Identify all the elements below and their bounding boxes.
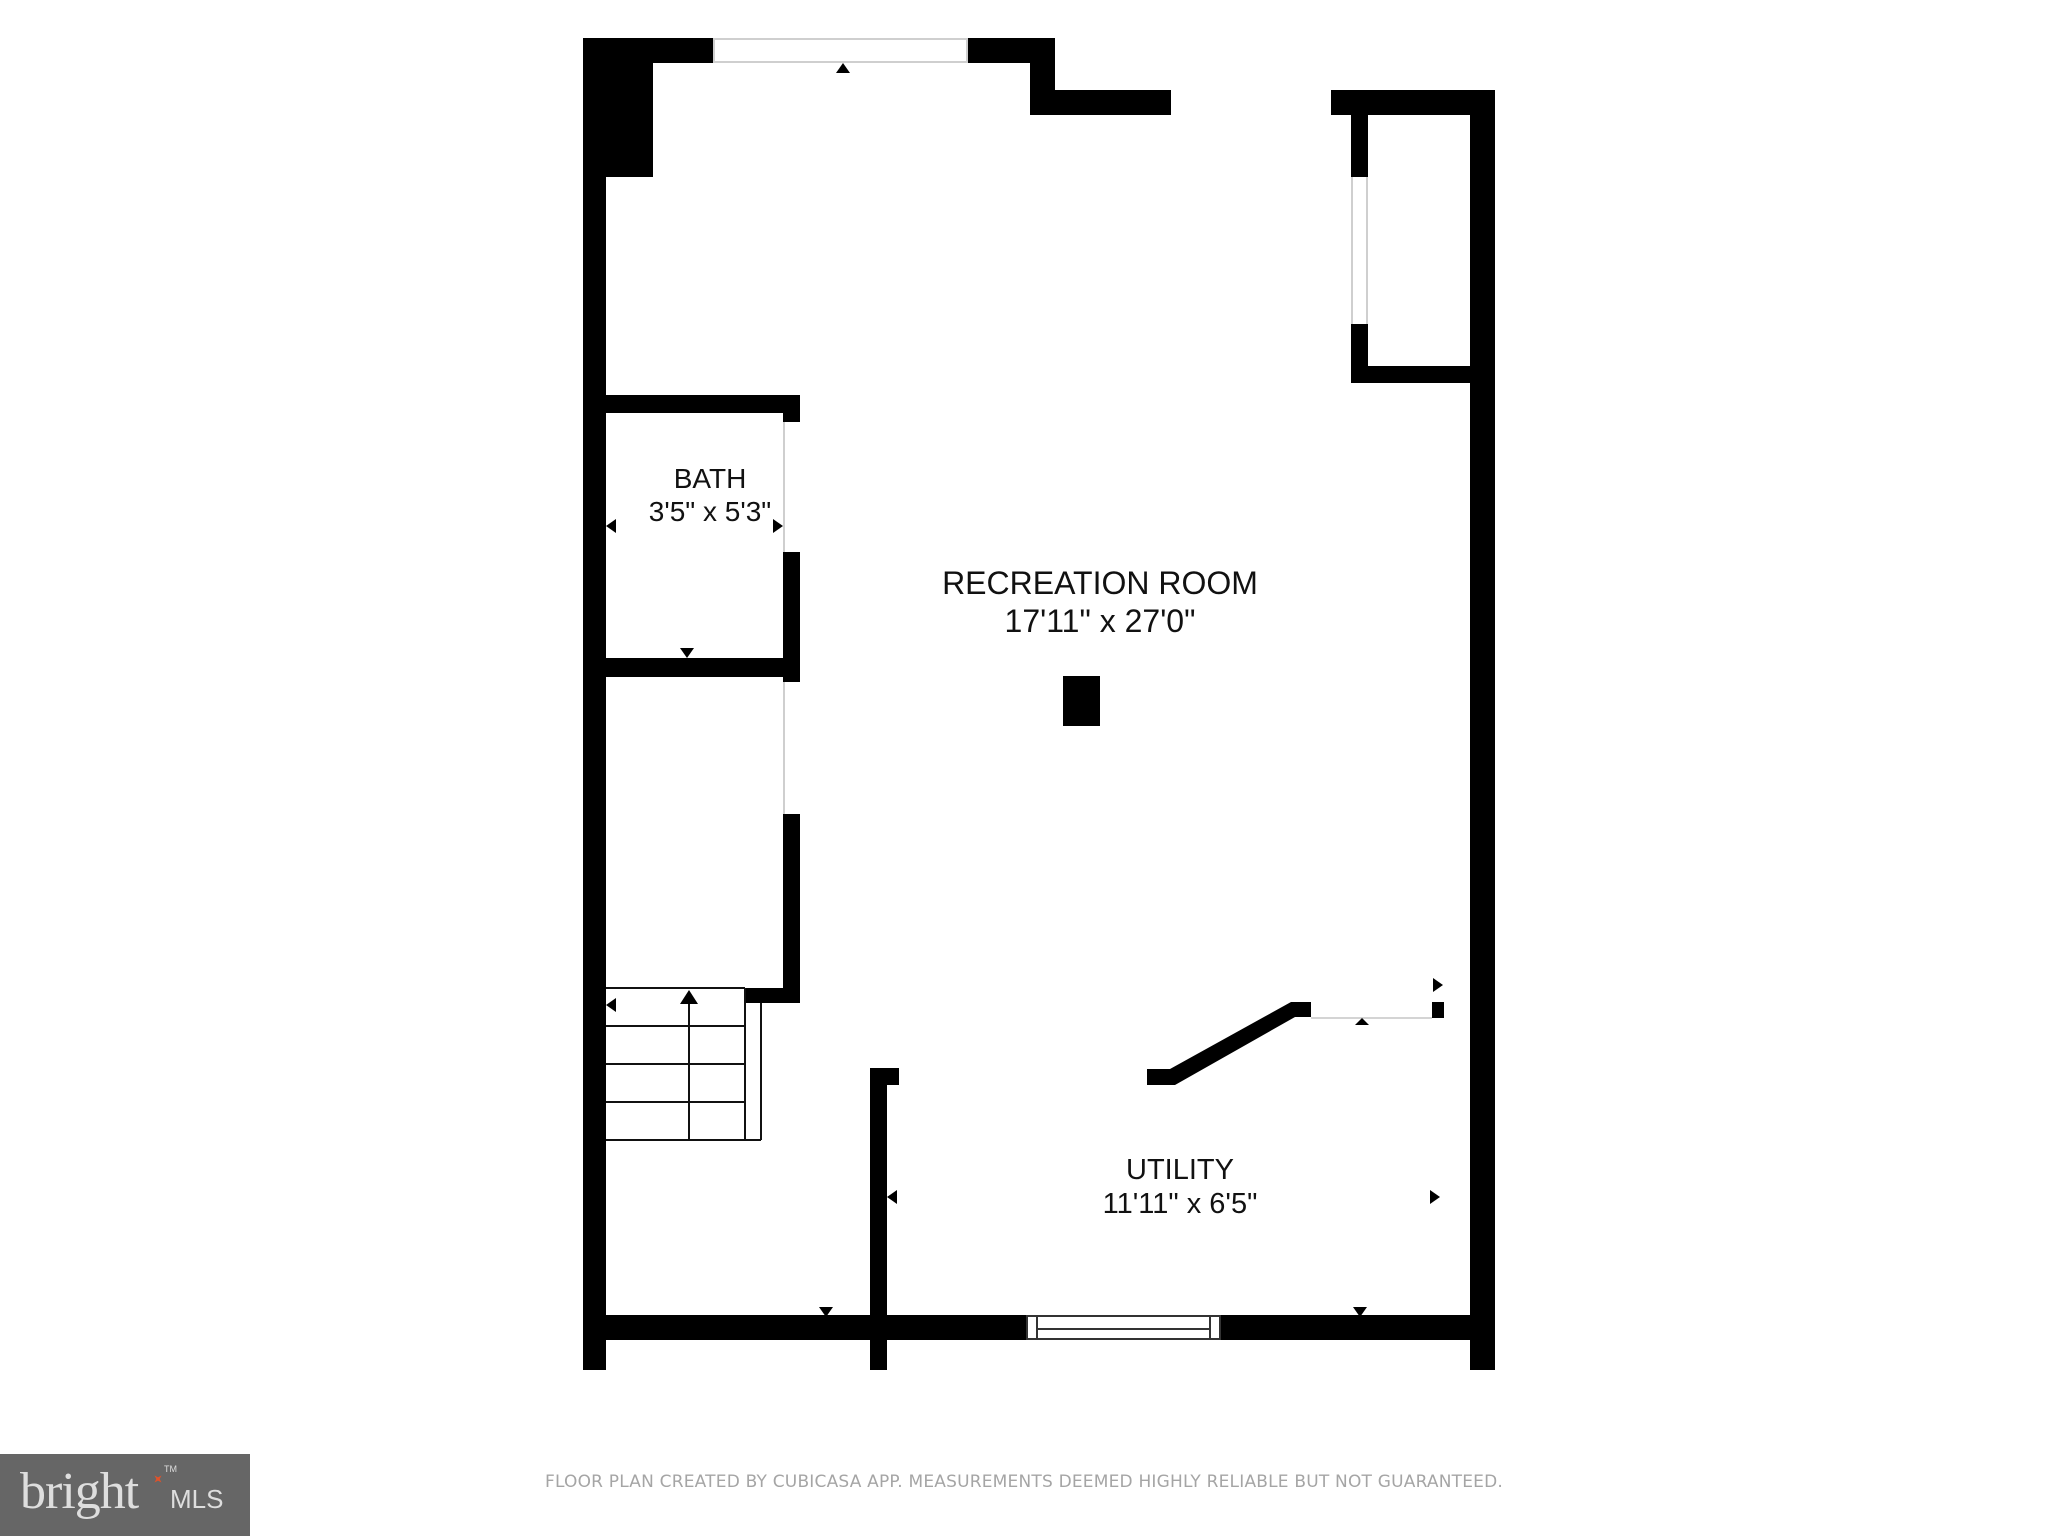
wall-bath-top	[606, 395, 800, 413]
window-top	[713, 38, 968, 63]
stairs	[606, 987, 762, 1141]
wall-utility-left-cap	[870, 1068, 899, 1085]
room-dimensions: 17'11" x 27'0"	[1004, 602, 1196, 639]
wall-stair-cap	[745, 988, 800, 1003]
room-label-utility: UTILITY 11'11" x 6'5"	[1060, 1153, 1300, 1221]
wall-closet-right	[783, 814, 800, 1003]
bath-top-marker-icon	[680, 403, 694, 413]
rec-bottom-marker-icon	[819, 1307, 833, 1317]
utility-right-marker-icon	[1430, 1190, 1440, 1204]
stairs-arrow-icon	[680, 990, 698, 1004]
wall-utility-left	[870, 1068, 887, 1370]
room-dimensions: 3'5" x 5'3"	[648, 496, 772, 528]
logo-trademark: TM	[164, 1464, 177, 1474]
bath-bottom-marker-icon	[680, 648, 694, 658]
wall-bath-right-lower	[783, 552, 800, 682]
utility-door-marker-icon	[1355, 1018, 1369, 1025]
wall-closet-left-upper	[1351, 113, 1368, 177]
bath-door-opening	[783, 422, 800, 552]
window-bottom-jamb-left	[1036, 1315, 1038, 1340]
wall-bottom-right	[1221, 1315, 1495, 1340]
wall-left-outer	[583, 38, 606, 1370]
wall-top-left	[583, 38, 713, 63]
bright-mls-logo: bright TM MLS	[0, 1454, 250, 1536]
room-label-bath: BATH 3'5" x 5'3"	[620, 462, 800, 528]
utility-left-marker-icon	[887, 1190, 897, 1204]
room-name: BATH	[673, 463, 747, 494]
closet-opening	[1351, 177, 1368, 324]
window-bottom	[1026, 1315, 1221, 1340]
closet-door-opening	[783, 682, 800, 814]
diagonal-wall	[1147, 1002, 1444, 1085]
wall-bottom-left	[583, 1315, 1026, 1340]
wall-closet-top	[1331, 90, 1495, 115]
wall-bath-bottom	[606, 658, 800, 677]
structural-column	[1063, 676, 1100, 726]
bath-left-marker-icon	[606, 519, 616, 533]
room-name: UTILITY	[1126, 1154, 1234, 1186]
window-bottom-sill	[1036, 1328, 1211, 1330]
window-marker-icon	[836, 63, 850, 73]
wall-closet-bottom	[1351, 366, 1470, 383]
stairs-marker-icon	[606, 998, 616, 1012]
logo-word: bright	[20, 1463, 139, 1520]
wall-right-outer	[1470, 90, 1495, 1370]
disclaimer: FLOOR PLAN CREATED BY CUBICASA APP. MEAS…	[544, 1472, 1504, 1492]
wall-bath-right-upper	[783, 395, 800, 422]
wall-step-horizontal	[1030, 90, 1171, 115]
logo-suffix: MLS	[170, 1484, 224, 1514]
room-name: RECREATION ROOM	[942, 565, 1258, 601]
rec-right-marker-icon	[1433, 978, 1443, 992]
room-label-recreation: RECREATION ROOM 17'11" x 27'0"	[920, 565, 1280, 641]
utility-bottom-marker-icon	[1353, 1307, 1367, 1317]
room-dimensions: 11'11" x 6'5"	[1102, 1188, 1258, 1221]
window-bottom-jamb-right	[1209, 1315, 1211, 1340]
bath-right-marker-icon	[773, 519, 783, 533]
